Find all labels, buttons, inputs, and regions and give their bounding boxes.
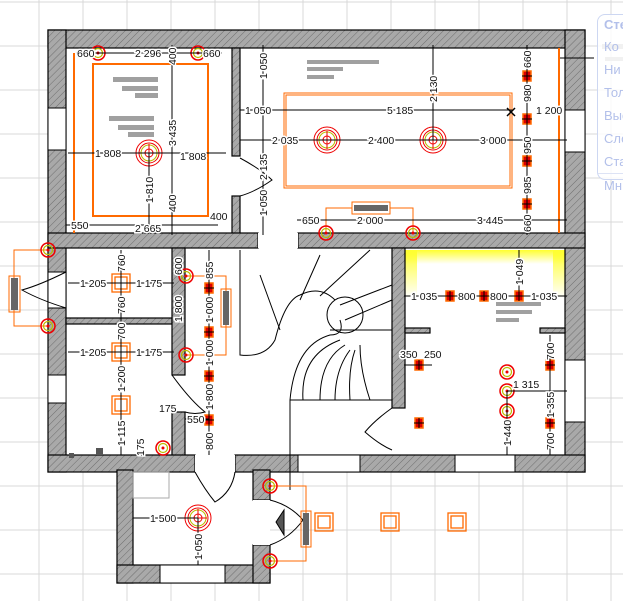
dim-label: 2 000 — [357, 215, 383, 227]
dim-label: 400 — [167, 194, 179, 212]
properties-popup-panel[interactable]: Сте Ко Ни Тол Выс Сло Ста Мн — [597, 14, 623, 193]
dim-label: 2 665 — [135, 223, 161, 235]
dim-label: 1 175 — [136, 278, 162, 290]
dim-label: 855 — [204, 261, 216, 279]
dim-label: 550 — [187, 414, 205, 426]
dim-label: 550 — [71, 220, 89, 232]
dim-label: 1 035 — [531, 291, 557, 303]
panel-item[interactable]: Сло — [604, 131, 623, 146]
panel-header: Сте — [604, 17, 623, 32]
dim-label: 1 355 — [545, 392, 557, 418]
dim-label: 2 296 — [135, 48, 161, 60]
dim-label: 985 — [522, 176, 534, 194]
dim-label: 800 — [458, 291, 476, 303]
dim-label: 1 050 — [245, 105, 271, 117]
dim-label: 1 050 — [258, 53, 270, 79]
panel-item[interactable]: Тол — [604, 85, 623, 100]
dim-label: 1 050 — [258, 190, 270, 216]
dim-label: 800 — [490, 291, 508, 303]
dim-label: 660 — [77, 48, 95, 60]
dim-label: 700 — [545, 432, 557, 450]
light-fixtures — [40, 45, 556, 569]
dim-label: 980 — [522, 84, 534, 102]
dim-label: 950 — [522, 136, 534, 154]
panel-item[interactable]: Ста — [604, 154, 623, 169]
dimension-labels: 660 2 296 660 400 3 435 1 808 1 808 1 81… — [70, 46, 564, 562]
dim-label: 2 035 — [272, 135, 298, 147]
dim-label: 400 — [167, 47, 179, 65]
dim-label: 250 — [424, 349, 442, 361]
dim-label: 3 435 — [167, 120, 179, 146]
dim-label: 700 — [116, 322, 128, 340]
dim-label: 1 800 — [173, 296, 185, 322]
windows-and-doors — [20, 107, 586, 584]
dim-label: 1 808 — [180, 151, 206, 163]
dim-label: 660 — [522, 50, 534, 68]
dim-label: 3 000 — [480, 135, 506, 147]
dim-label: 1 440 — [502, 420, 514, 446]
spiral-staircase — [239, 249, 393, 490]
dim-label: 660 — [203, 48, 221, 60]
dim-label: 650 — [302, 215, 320, 227]
panel-item[interactable]: Ко — [604, 39, 619, 54]
dim-label: 1 800 — [204, 384, 216, 410]
dim-label: 2 400 — [368, 135, 394, 147]
dim-label: 1 315 — [513, 379, 539, 391]
dim-label: 1 810 — [144, 177, 156, 203]
dim-label: 400 — [210, 211, 228, 223]
dimension-lines — [66, 45, 567, 565]
dim-label: 175 — [159, 403, 177, 415]
dim-label: 5 185 — [387, 105, 413, 117]
panel-item[interactable]: Мн — [598, 173, 623, 197]
dim-label: 1 049 — [514, 259, 526, 285]
panel-item[interactable]: Ни — [604, 62, 621, 77]
dim-label: 1 000 — [204, 340, 216, 366]
dim-label: 1 000 — [204, 297, 216, 323]
dim-label: 660 — [522, 214, 534, 232]
dim-label: 1 035 — [411, 291, 437, 303]
dim-label: 350 — [400, 349, 418, 361]
dim-label: 1 175 — [136, 347, 162, 359]
dim-label: 1 050 — [193, 534, 205, 560]
dim-label: 600 — [173, 257, 185, 275]
dim-label: 1 200 — [536, 105, 562, 117]
dim-label: 800 — [204, 432, 216, 450]
highlight-strip — [404, 250, 566, 298]
dim-label: 1 200 — [116, 366, 128, 392]
dim-label: 2 135 — [258, 154, 270, 180]
dim-label: 1 115 — [116, 420, 128, 446]
dim-label: 1 205 — [80, 278, 106, 290]
dim-label: 1 500 — [150, 513, 176, 525]
dim-label: 700 — [545, 342, 557, 360]
dim-label: 760 — [116, 296, 128, 314]
dim-label: 1 205 — [80, 347, 106, 359]
panel-item[interactable]: Выс — [604, 108, 623, 123]
dim-label: 3 445 — [477, 215, 503, 227]
dim-label: 175 — [135, 438, 147, 456]
dim-label: 760 — [116, 254, 128, 272]
dim-label: 1 808 — [95, 148, 121, 160]
dim-label: 2 130 — [428, 76, 440, 102]
